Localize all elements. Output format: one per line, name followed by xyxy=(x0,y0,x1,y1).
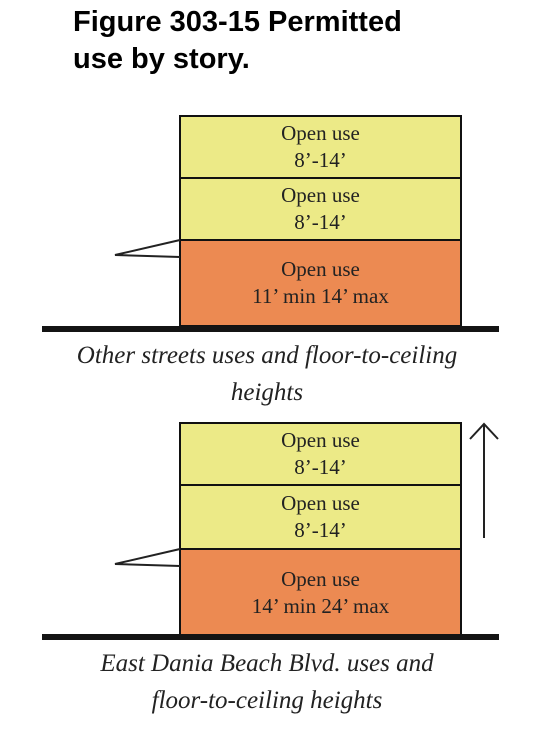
ground-story-height-label: 14’ min 24’ max xyxy=(251,593,390,618)
ground-story-use-label: Open use xyxy=(281,257,360,281)
ground-line xyxy=(42,326,499,332)
ground-line xyxy=(42,634,499,640)
story-2-height-label: 8’-14’ xyxy=(294,210,347,234)
awning-marker xyxy=(114,239,181,258)
story-3-height-label: 8’-14’ xyxy=(294,148,347,172)
story-3-block: Open use 8’-14’ xyxy=(179,422,462,486)
figure-title-line-1: Figure 303-15 Permitted xyxy=(73,6,402,38)
story-2-block: Open use 8’-14’ xyxy=(179,484,462,550)
figure-title: Figure 303-15 Permitted use by story. xyxy=(73,4,513,78)
caption-line-2: floor-to-ceiling heights xyxy=(151,687,383,714)
ground-story-block: Open use 14’ min 24’ max xyxy=(179,548,462,637)
caption-east-dania-beach-blvd: East Dania Beach Blvd. uses and floor-to… xyxy=(0,645,534,719)
story-3-use-label: Open use xyxy=(281,428,360,452)
ground-story-use-label: Open use xyxy=(281,566,360,591)
story-2-use-label: Open use xyxy=(281,183,360,207)
story-2-block: Open use 8’-14’ xyxy=(179,177,462,241)
figure-title-line-2: use by story. xyxy=(73,43,250,75)
caption-line-1: East Dania Beach Blvd. uses and xyxy=(100,650,434,677)
story-3-block: Open use 8’-14’ xyxy=(179,115,462,179)
up-arrow-icon xyxy=(469,422,499,538)
caption-line-1: Other streets uses and floor-to-ceiling xyxy=(76,342,458,369)
story-2-use-label: Open use xyxy=(281,491,360,515)
awning-marker xyxy=(114,548,181,567)
story-3-height-label: 8’-14’ xyxy=(294,455,347,479)
ground-story-block: Open use 11’ min 14’ max xyxy=(179,239,462,327)
caption-line-2: heights xyxy=(230,379,304,406)
caption-other-streets: Other streets uses and floor-to-ceiling … xyxy=(0,337,534,411)
story-3-use-label: Open use xyxy=(281,121,360,145)
story-2-height-label: 8’-14’ xyxy=(294,518,347,542)
ground-story-height-label: 11’ min 14’ max xyxy=(252,284,389,308)
